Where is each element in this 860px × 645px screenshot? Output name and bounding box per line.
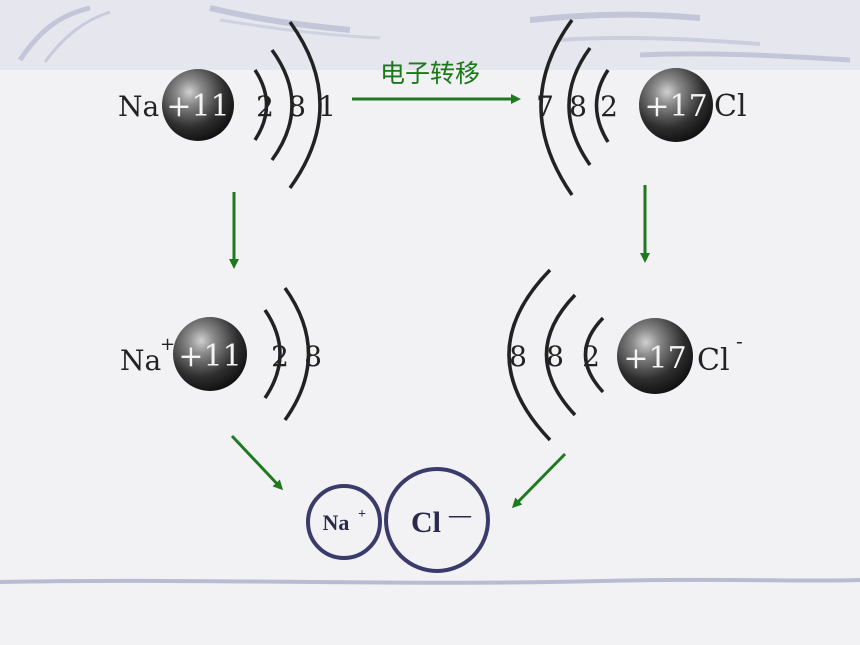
cl-ion: 8 8 2 +17 Cl - — [507, 268, 743, 442]
na-ion-shell-arc-2 — [283, 286, 311, 422]
ionic-pair: Na + Cl — — [306, 467, 490, 573]
cl-ion-nucleus — [617, 318, 693, 394]
bottom-decor-line — [0, 577, 860, 585]
electron-transfer-label: 电子转移 — [380, 59, 480, 88]
cl-ion-shell-count-2: 8 — [546, 340, 564, 373]
cl-ion-symbol: Cl — [697, 343, 730, 378]
cl-atom-symbol: Cl — [714, 89, 747, 124]
anion-charge: — — [448, 502, 472, 527]
cl-shell-count-1: 7 — [536, 90, 554, 123]
electron-transfer: 电子转移 — [352, 59, 521, 104]
cl-ion-shell-arc-2 — [544, 293, 577, 417]
cl-shell-count-2: 8 — [569, 90, 587, 123]
na-ion-charge: + — [160, 334, 175, 355]
cl-shell-arc-3 — [539, 18, 574, 196]
cl-ion-shell-count-3: 2 — [582, 340, 600, 373]
cl-ion-combine-arrow — [511, 452, 567, 509]
anion-symbol: Cl — [411, 506, 441, 539]
cl-shell-count-3: 2 — [600, 90, 618, 123]
cl-shell-arc-1 — [594, 69, 610, 143]
anion-circle — [384, 467, 490, 573]
cl-shell-arc-2 — [567, 46, 592, 167]
cl-ion-charge: - — [736, 329, 743, 353]
na-ion-nucleus-charge: +11 — [178, 339, 241, 374]
cl-atom: 7 8 2 +17 Cl — [536, 18, 747, 196]
top-decor-band — [0, 0, 860, 70]
na-ion-shell-arc-1 — [263, 309, 282, 399]
na-ion-shell-count-1: 2 — [271, 340, 289, 373]
cation-circle — [306, 484, 382, 560]
cl-ion-shell-arc-3 — [507, 268, 552, 442]
na-shell-count-1: 2 — [256, 90, 274, 123]
na-atom-symbol: Na — [118, 90, 159, 123]
na-shell-arc-3 — [288, 20, 322, 190]
na-atom-nucleus — [162, 69, 234, 141]
na-ion-shell-count-2: 8 — [304, 340, 322, 373]
na-shell-arc-1 — [253, 69, 269, 141]
na-shell-count-2: 8 — [288, 90, 306, 123]
na-ion: Na + +11 2 8 — [120, 286, 322, 422]
cl-ion-shell-count-1: 8 — [509, 340, 527, 373]
cation-symbol: Na — [323, 510, 350, 535]
na-ion-symbol: Na — [120, 344, 161, 377]
cl-atom-nucleus — [639, 68, 713, 142]
cl-atom-nucleus-charge: +17 — [644, 89, 707, 124]
na-ion-nucleus — [173, 317, 247, 391]
na-atom-nucleus-charge: +11 — [166, 89, 229, 124]
na-atom: Na +11 2 8 1 — [118, 20, 336, 190]
na-ion-combine-arrow — [230, 434, 284, 491]
na-shell-count-3: 1 — [318, 90, 336, 123]
cation-charge: + — [358, 507, 366, 522]
cl-ion-shell-arc-1 — [583, 316, 605, 394]
na-shell-arc-2 — [270, 48, 294, 162]
cl-ion-nucleus-charge: +17 — [623, 341, 686, 376]
